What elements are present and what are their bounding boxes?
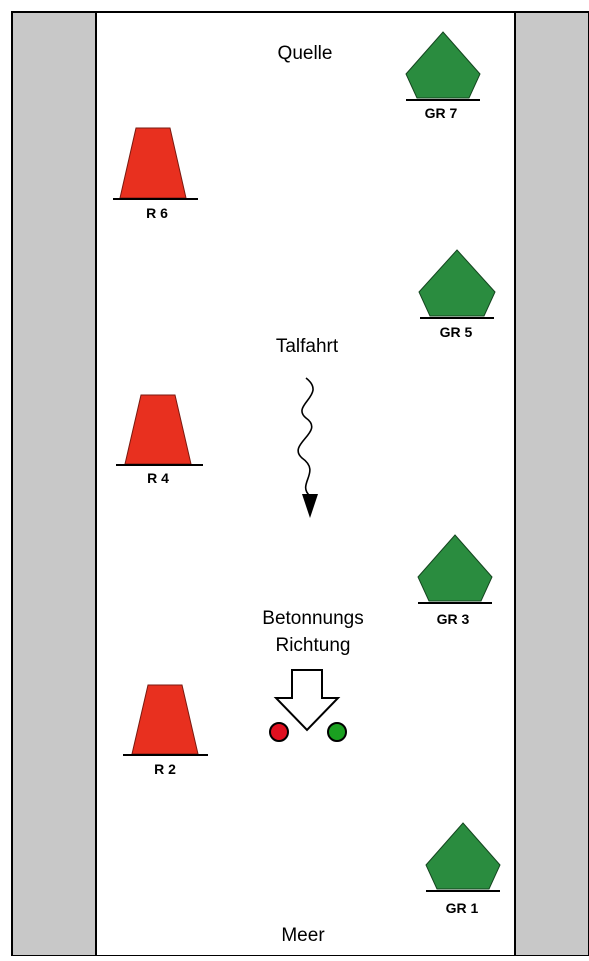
buoy-label-gr3: GR 3: [436, 611, 470, 627]
buoyage-direction-line1: Betonnungs: [262, 608, 364, 629]
buoyage-direction-arrow: [273, 669, 341, 732]
buoy-label-r6: R 6: [146, 205, 168, 221]
buoy-label-gr7: GR 7: [424, 105, 458, 121]
downstream-flow-arrow: [297, 377, 318, 518]
green-light: [327, 722, 347, 742]
red-light: [269, 722, 289, 742]
buoy-label-gr5: GR 5: [439, 324, 473, 340]
green-buoy-gr1: [425, 822, 501, 892]
green-buoy-gr7: [405, 31, 481, 101]
buoy-label-r2: R 2: [154, 761, 176, 777]
red-buoy-r6: [113, 127, 198, 200]
buoy-label-r4: R 4: [147, 470, 169, 486]
green-buoy-gr5: [418, 249, 496, 319]
left-bank: [11, 11, 97, 957]
green-buoy-gr3: [417, 534, 493, 604]
buoy-label-gr1: GR 1: [445, 900, 479, 916]
red-buoy-r2: [123, 684, 208, 756]
red-buoy-r4: [116, 394, 203, 466]
downstream-label: Talfahrt: [275, 336, 339, 357]
buoyage-direction-line2: Richtung: [275, 635, 351, 656]
buoyage-direction-label: Betonnungs Richtung: [262, 605, 363, 659]
right-bank: [514, 11, 589, 957]
sea-label: Meer: [281, 925, 325, 946]
source-label: Quelle: [277, 43, 333, 64]
